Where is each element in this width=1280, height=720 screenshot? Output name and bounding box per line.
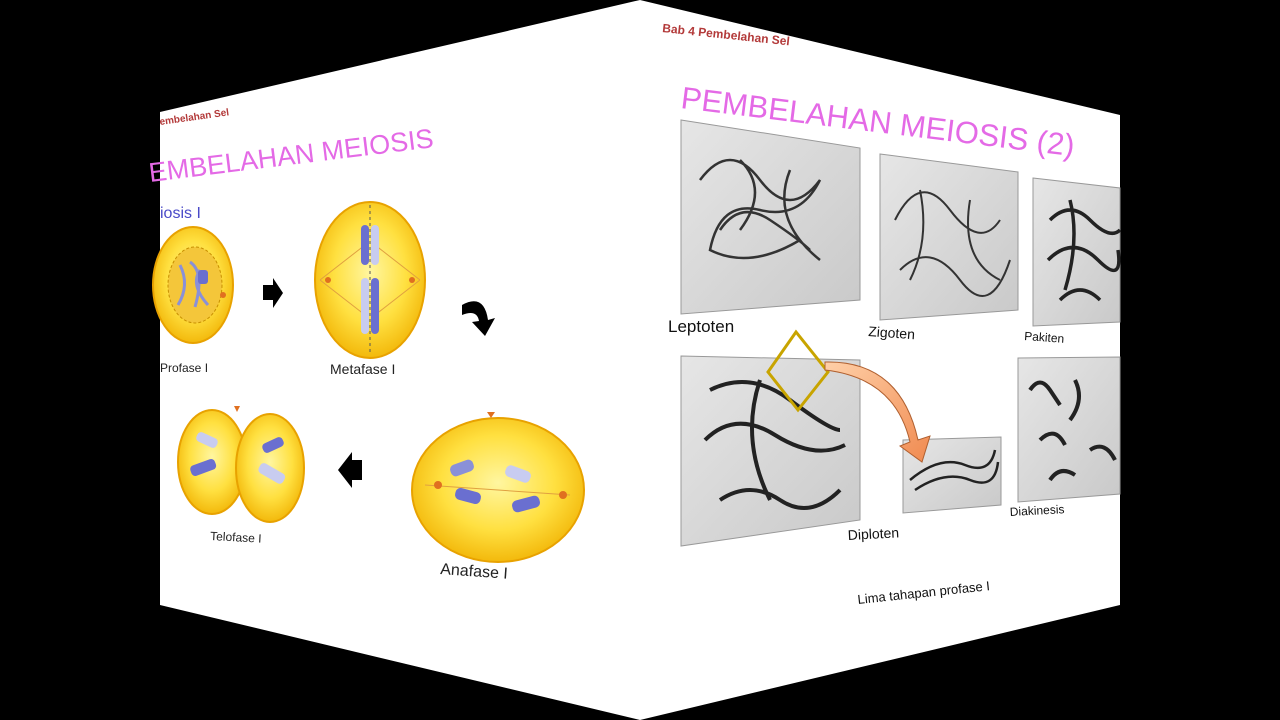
pakiten-label: Pakiten (1024, 329, 1065, 346)
left-slide-face: embelahan Sel EMBELAHAN MEIOSIS iosis I … (147, 0, 640, 720)
micrograph-diakinesis (1018, 357, 1120, 502)
micrograph-zigoten (880, 154, 1018, 320)
profase-label: Profase I (160, 361, 208, 375)
diploten-label: Diploten (847, 524, 899, 543)
metafase-cell-illustration (315, 202, 425, 358)
left-slide-subtitle: iosis I (160, 205, 201, 222)
metafase-label: Metafase I (330, 361, 395, 377)
diakinesis-label: Diakinesis (1009, 502, 1064, 519)
zigoten-label: Zigoten (868, 323, 916, 342)
telofase-label: Telofase I (210, 529, 262, 546)
right-slide-face: Bab 4 Pembelahan Sel PEMBELAHAN MEIOSIS … (640, 0, 1120, 720)
micrograph-pakiten (1033, 178, 1120, 326)
micrograph-leptoten (681, 120, 860, 314)
profase-cell-illustration (153, 227, 233, 343)
left-slide-background (160, 0, 640, 720)
leptoten-label: Leptoten (668, 317, 734, 336)
micrograph-diploten (681, 356, 860, 546)
